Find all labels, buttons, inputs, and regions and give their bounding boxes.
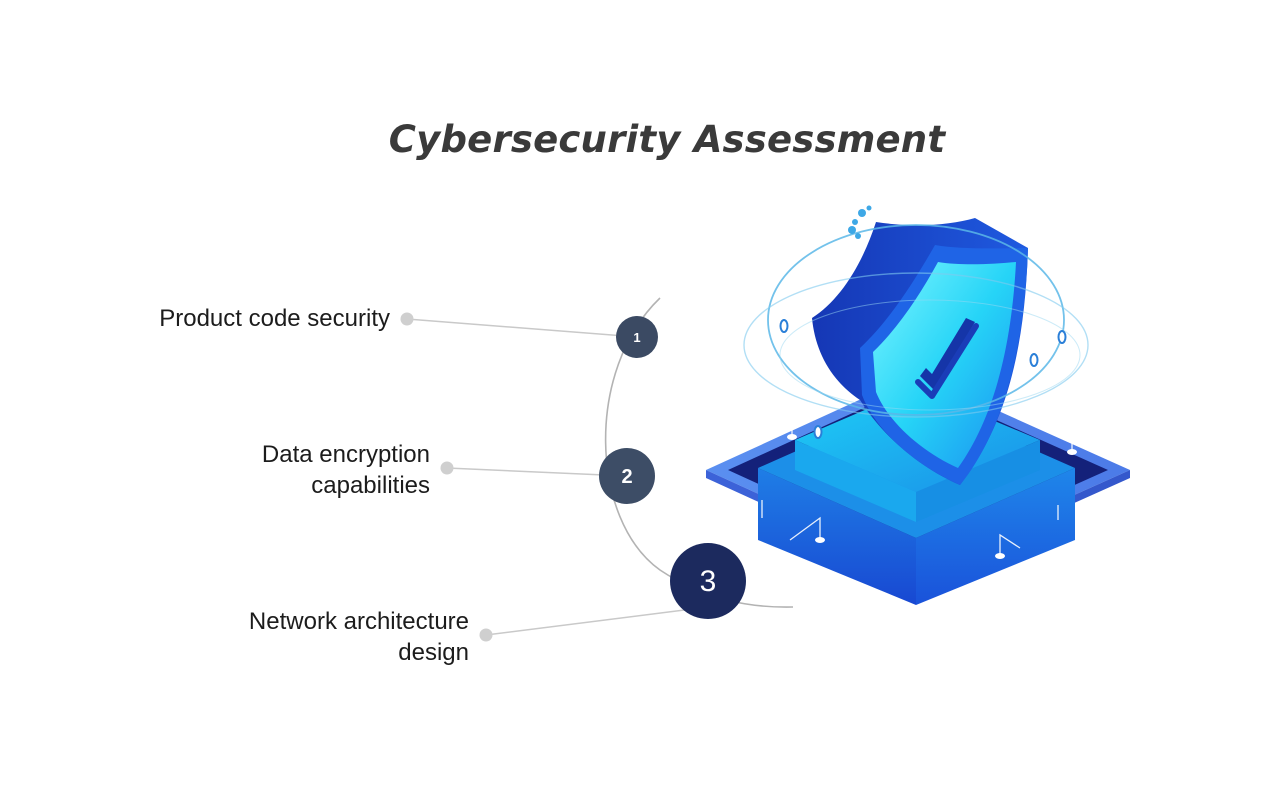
connector-1 [400, 312, 638, 338]
step-1-number: 1 [633, 330, 640, 345]
step-2-number: 2 [621, 466, 632, 488]
connector-2 [440, 461, 628, 477]
orbit-ring-icon [743, 205, 1089, 439]
step-1-badge: 1 [616, 316, 658, 358]
step-3-label-line1: Network architecture [248, 608, 469, 635]
step-3-label-line2: design [398, 639, 469, 666]
step-3-number: 3 [700, 565, 717, 598]
step-3-badge: 3 [670, 543, 746, 619]
step-2-label: Data encryption capabilities [160, 439, 430, 501]
page-title: Cybersecurity Assessment [388, 118, 946, 161]
step-2-label-line1: Data encryption [261, 441, 430, 468]
step-2-badge: 2 [599, 448, 655, 504]
platform-icon [706, 374, 1130, 605]
step-1-label: Product code security [100, 303, 390, 334]
security-illustration [706, 205, 1130, 605]
timeline-arc [604, 297, 794, 608]
connector-3 [479, 606, 709, 642]
step-2-label-line2: capabilities [311, 472, 430, 499]
step-1-label-text: Product code security [159, 305, 390, 332]
step-3-label: Network architecture design [180, 606, 469, 668]
